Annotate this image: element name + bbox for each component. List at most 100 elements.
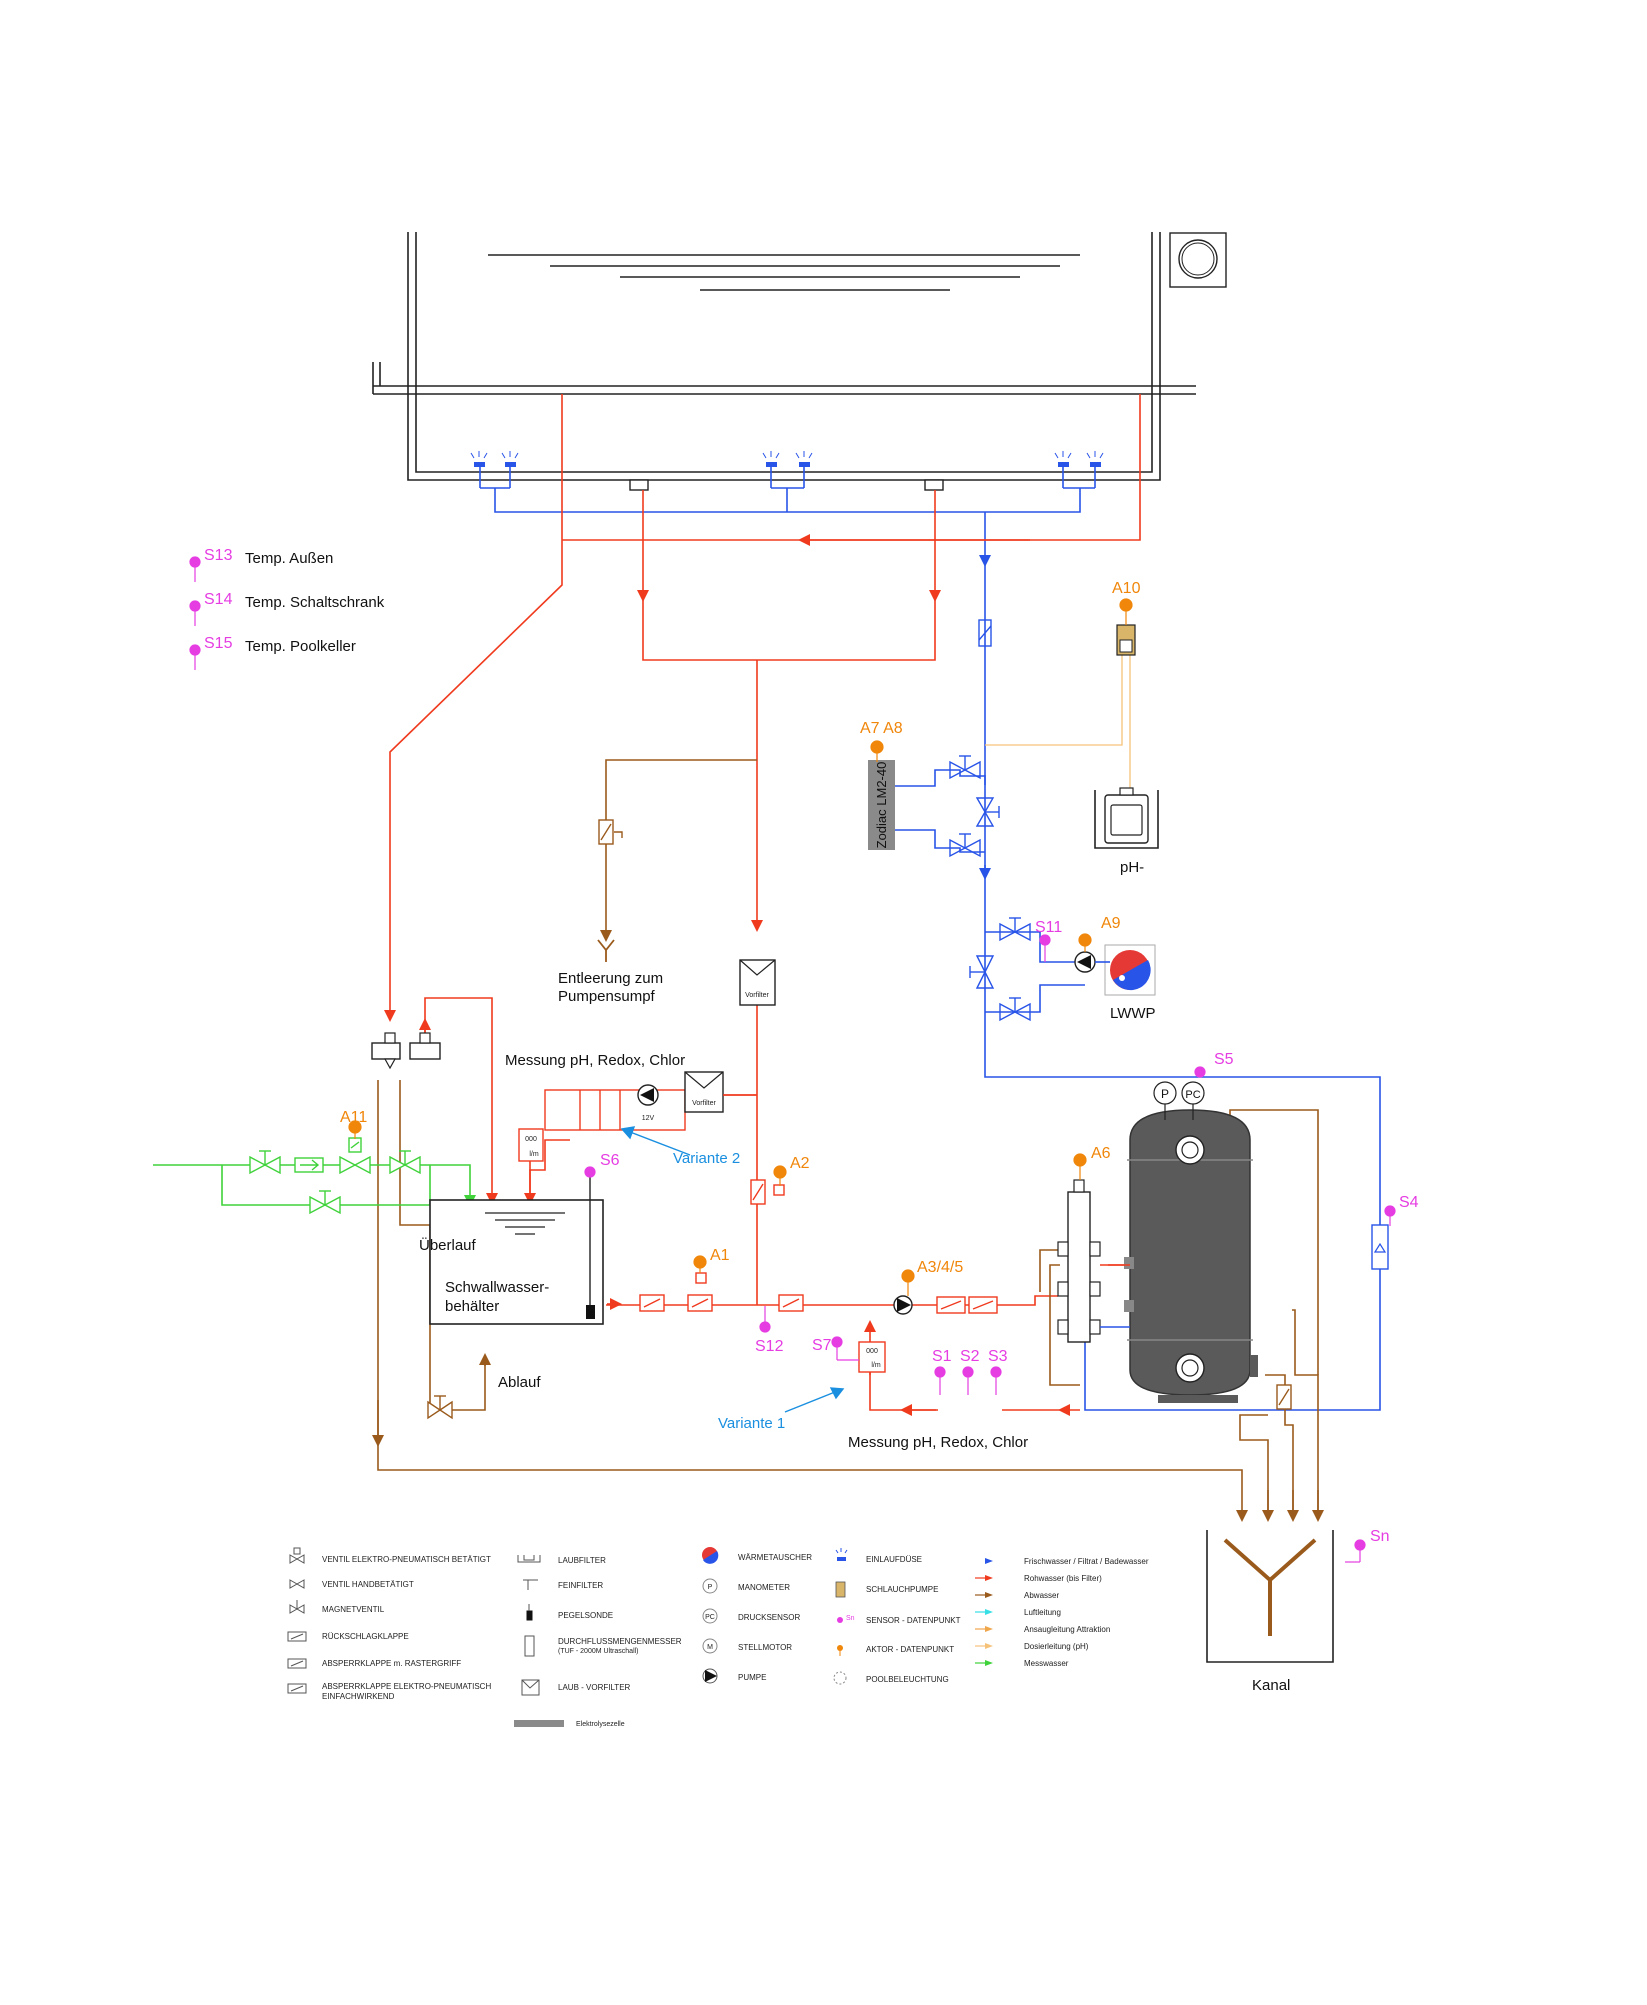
messung-top-label: Messung pH, Redox, Chlor — [505, 1052, 685, 1069]
legend-dosier: Dosierleitung (pH) — [1024, 1642, 1089, 1651]
zodiac-label: Zodiac LM2-40 — [874, 762, 889, 849]
legend-poolbeleuchtung: POOLBELEUCHTUNG — [866, 1675, 949, 1684]
water-surface-lines — [488, 254, 1080, 291]
a11-label: A11 — [340, 1109, 367, 1126]
legend-messwasser: Messwasser — [1024, 1659, 1069, 1668]
legend-col2-icons — [514, 1555, 564, 1727]
s4-flow-element — [1371, 1224, 1389, 1270]
legend-sensor-glyph: Sn — [846, 1615, 855, 1622]
messung-bottom-label: Messung pH, Redox, Chlor — [848, 1434, 1028, 1451]
legend-laubfilter: LAUBFILTER — [558, 1556, 606, 1565]
ablauf-label: Ablauf — [498, 1374, 541, 1391]
zodiac-cell — [868, 760, 895, 850]
legend-feinfilter: FEINFILTER — [558, 1581, 603, 1590]
legend-ventil-hand: VENTIL HANDBETÄTIGT — [322, 1580, 414, 1589]
manometer-label: P — [1161, 1087, 1169, 1101]
manometer-icon — [1153, 1081, 1177, 1120]
s2-label: S2 — [960, 1348, 980, 1365]
legend-einlaufduese: EINLAUFDÜSE — [866, 1555, 922, 1564]
green-valves — [249, 1137, 421, 1215]
s1-label: S1 — [932, 1348, 952, 1365]
floor-drain-icon — [629, 479, 944, 491]
entleerung-label-1: Entleerung zum — [558, 970, 663, 987]
blue-valves — [949, 619, 1031, 1022]
s3-label: S3 — [988, 1348, 1008, 1365]
legend-rueckschlag: RÜCKSCHLAGKLAPPE — [322, 1632, 409, 1641]
legend-abwasser: Abwasser — [1024, 1591, 1059, 1600]
schwall-label-2: behälter — [445, 1298, 499, 1315]
multiport-valve-column — [1057, 1179, 1101, 1343]
s13-id: S13 — [204, 547, 233, 564]
legend: VENTIL ELEKTRO-PNEUMATISCH BETÄTIGT VENT… — [287, 1547, 1149, 1728]
s15-id: S15 — [204, 635, 233, 652]
pump-12v-label: 12V — [642, 1115, 655, 1122]
flow-digits-top: 000 — [525, 1136, 537, 1143]
s7-label: S7 — [812, 1337, 832, 1354]
flow-digits-bottom: 000 — [866, 1348, 878, 1355]
vorfilter-messung-label: Vorfilter — [692, 1100, 716, 1107]
legend-pegelsonde: PEGELSONDE — [558, 1611, 613, 1620]
s6-label: S6 — [600, 1152, 620, 1169]
legend-col4-icons — [833, 1548, 848, 1685]
sn-label: Sn — [1370, 1528, 1390, 1545]
schwallwasser-tank — [429, 1170, 604, 1325]
pool-basin — [372, 232, 1227, 481]
legend-waermetauscher: WÄRMETAUSCHER — [738, 1553, 812, 1562]
legend-stellmotor: STELLMOTOR — [738, 1643, 792, 1652]
legend-magnetventil: MAGNETVENTIL — [322, 1605, 385, 1614]
legend-mano-glyph: P — [708, 1584, 713, 1591]
a6-label: A6 — [1091, 1145, 1111, 1162]
a10-label: A10 — [1112, 580, 1141, 597]
legend-manometer: MANOMETER — [738, 1583, 790, 1592]
schwall-label-1: Schwallwasser- — [445, 1279, 549, 1296]
vorfilter-messung — [684, 1071, 724, 1113]
kanal-sump — [1206, 1530, 1334, 1663]
legend-drucksensor: DRUCKSENSOR — [738, 1613, 800, 1622]
ueberlauf-label: Überlauf — [419, 1236, 477, 1254]
legend-col5-icons — [975, 1558, 993, 1666]
kanal-label: Kanal — [1252, 1677, 1290, 1694]
legend-motor-glyph: M — [707, 1644, 713, 1651]
legend-ventil-ep: VENTIL ELEKTRO-PNEUMATISCH BETÄTIGT — [322, 1555, 491, 1564]
pegelsonde-icon — [586, 1305, 595, 1319]
legend-elektrolyse: Elektrolysezelle — [576, 1721, 625, 1728]
legend-durchfluss-2: (TUF - 2000M Ultraschall) — [558, 1648, 639, 1655]
lwwp-label: LWWP — [1110, 1005, 1156, 1022]
measurement-pump-icon — [637, 1084, 659, 1106]
s5-label: S5 — [1214, 1051, 1234, 1068]
s14-label: Temp. Schaltschrank — [245, 594, 385, 611]
legend-laub-vorfilter: LAUB - VORFILTER — [558, 1683, 631, 1692]
legend-frischwasser: Frischwasser / Filtrat / Badewasser — [1024, 1557, 1149, 1566]
legend-absperr-ep-2: EINFACHWIRKEND — [322, 1692, 395, 1701]
drucksensor-label: PC — [1185, 1089, 1200, 1101]
aktor-datapoints — [348, 598, 1133, 1296]
s14-id: S14 — [204, 591, 233, 608]
legend-absperr-raster: ABSPERRKLAPPE m. RASTERGRIFF — [322, 1659, 461, 1668]
drucksensor-icon — [1181, 1081, 1205, 1120]
a1-label: A1 — [710, 1247, 730, 1264]
nozzle-spray-marks — [470, 451, 1104, 459]
skimmer-box — [1169, 232, 1227, 288]
s4-label: S4 — [1399, 1194, 1419, 1211]
vorfilter-main — [739, 959, 776, 1006]
ph-canister — [1094, 787, 1159, 849]
variant-arrows — [620, 1126, 845, 1413]
legend-aktor-dp: AKTOR - DATENPUNKT — [866, 1645, 954, 1654]
s15-label: Temp. Poolkeller — [245, 638, 356, 655]
lwwp-pump-icon — [1074, 951, 1096, 973]
red-pipeline-symbols — [518, 1089, 998, 1373]
legend-druck-glyph: PC — [705, 1614, 715, 1621]
legend-durchfluss-1: DURCHFLUSSMENGENMESSER — [558, 1637, 682, 1646]
dosierleitung — [985, 650, 1131, 812]
s12-label: S12 — [755, 1338, 784, 1355]
entleerung-label-2: Pumpensumpf — [558, 988, 656, 1005]
a7-a8-label: A7 A8 — [860, 720, 903, 737]
variante1-label: Variante 1 — [718, 1415, 785, 1432]
vorfilter-main-label: Vorfilter — [745, 992, 769, 999]
legend-pumpe: PUMPE — [738, 1673, 766, 1682]
a9-label: A9 — [1101, 915, 1121, 932]
legend-luftleitung: Luftleitung — [1024, 1608, 1061, 1617]
variante2-label: Variante 2 — [673, 1150, 740, 1167]
